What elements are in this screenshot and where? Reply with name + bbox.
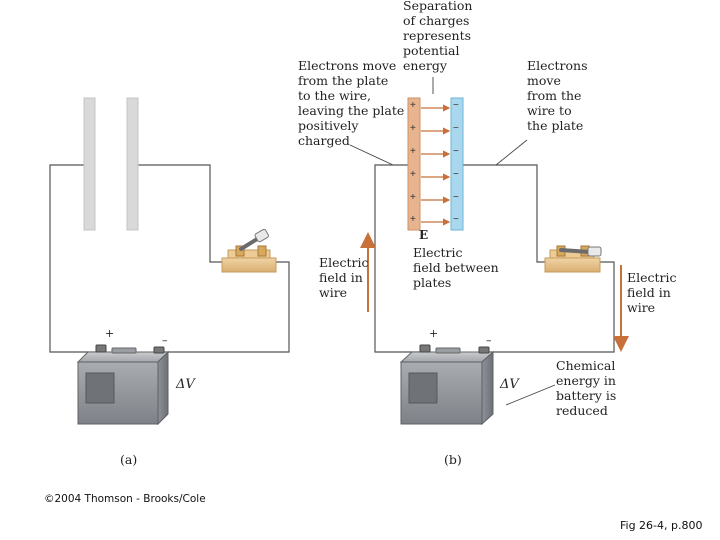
annotation-field-between-plates: Electric field between plates: [413, 245, 499, 290]
battery-a-voltage-label: ΔV: [176, 377, 195, 392]
plate-left-a: [83, 97, 96, 231]
minus-sign: −: [453, 123, 459, 134]
leader-lines: [349, 77, 556, 406]
switch-b[interactable]: [544, 245, 602, 273]
battery-a-minus: –: [162, 334, 168, 347]
annotation-electrons-right: Electrons move from the wire to the plat…: [527, 58, 588, 133]
field-symbol: E: [419, 228, 429, 242]
annotation-field-in-wire-right: Electric field in wire: [627, 270, 677, 315]
minus-sign: −: [453, 100, 459, 111]
minus-sign: −: [453, 146, 459, 157]
caption-a: (a): [120, 452, 138, 467]
battery-a: [76, 344, 170, 426]
annotation-field-in-wire-left: Electric field in wire: [319, 255, 369, 300]
plate-negative: [450, 97, 464, 231]
panel-b: [349, 77, 629, 426]
panel-a: [49, 97, 290, 426]
plus-sign: +: [410, 214, 416, 225]
figure-reference: Fig 26-4, p.800: [620, 519, 703, 532]
annotation-separation: Separation of charges represents potenti…: [403, 0, 473, 73]
wire-a: [49, 164, 290, 353]
switch-a[interactable]: [221, 228, 277, 273]
plus-sign: +: [410, 192, 416, 203]
battery-b-voltage-label: ΔV: [500, 377, 519, 392]
plate-right-a: [126, 97, 139, 231]
copyright-notice: ©2004 Thomson - Brooks/Cole: [44, 493, 206, 505]
plate-positive: [407, 97, 421, 231]
annotation-electrons-left: Electrons move from the plate to the wir…: [298, 58, 405, 148]
plus-sign: +: [410, 123, 416, 134]
battery-a-plus: +: [105, 327, 115, 340]
battery-b: [399, 344, 495, 426]
battery-b-minus: –: [486, 334, 492, 347]
plus-sign: +: [410, 169, 416, 180]
caption-b: (b): [444, 452, 462, 467]
minus-sign: −: [453, 192, 459, 203]
plus-sign: +: [410, 146, 416, 157]
plus-sign: +: [410, 100, 416, 111]
battery-b-plus: +: [429, 327, 439, 340]
field-arrows-between-plates: [421, 104, 451, 226]
minus-sign: −: [453, 214, 459, 225]
annotation-chemical-energy: Chemical energy in battery is reduced: [556, 358, 617, 418]
minus-sign: −: [453, 169, 459, 180]
